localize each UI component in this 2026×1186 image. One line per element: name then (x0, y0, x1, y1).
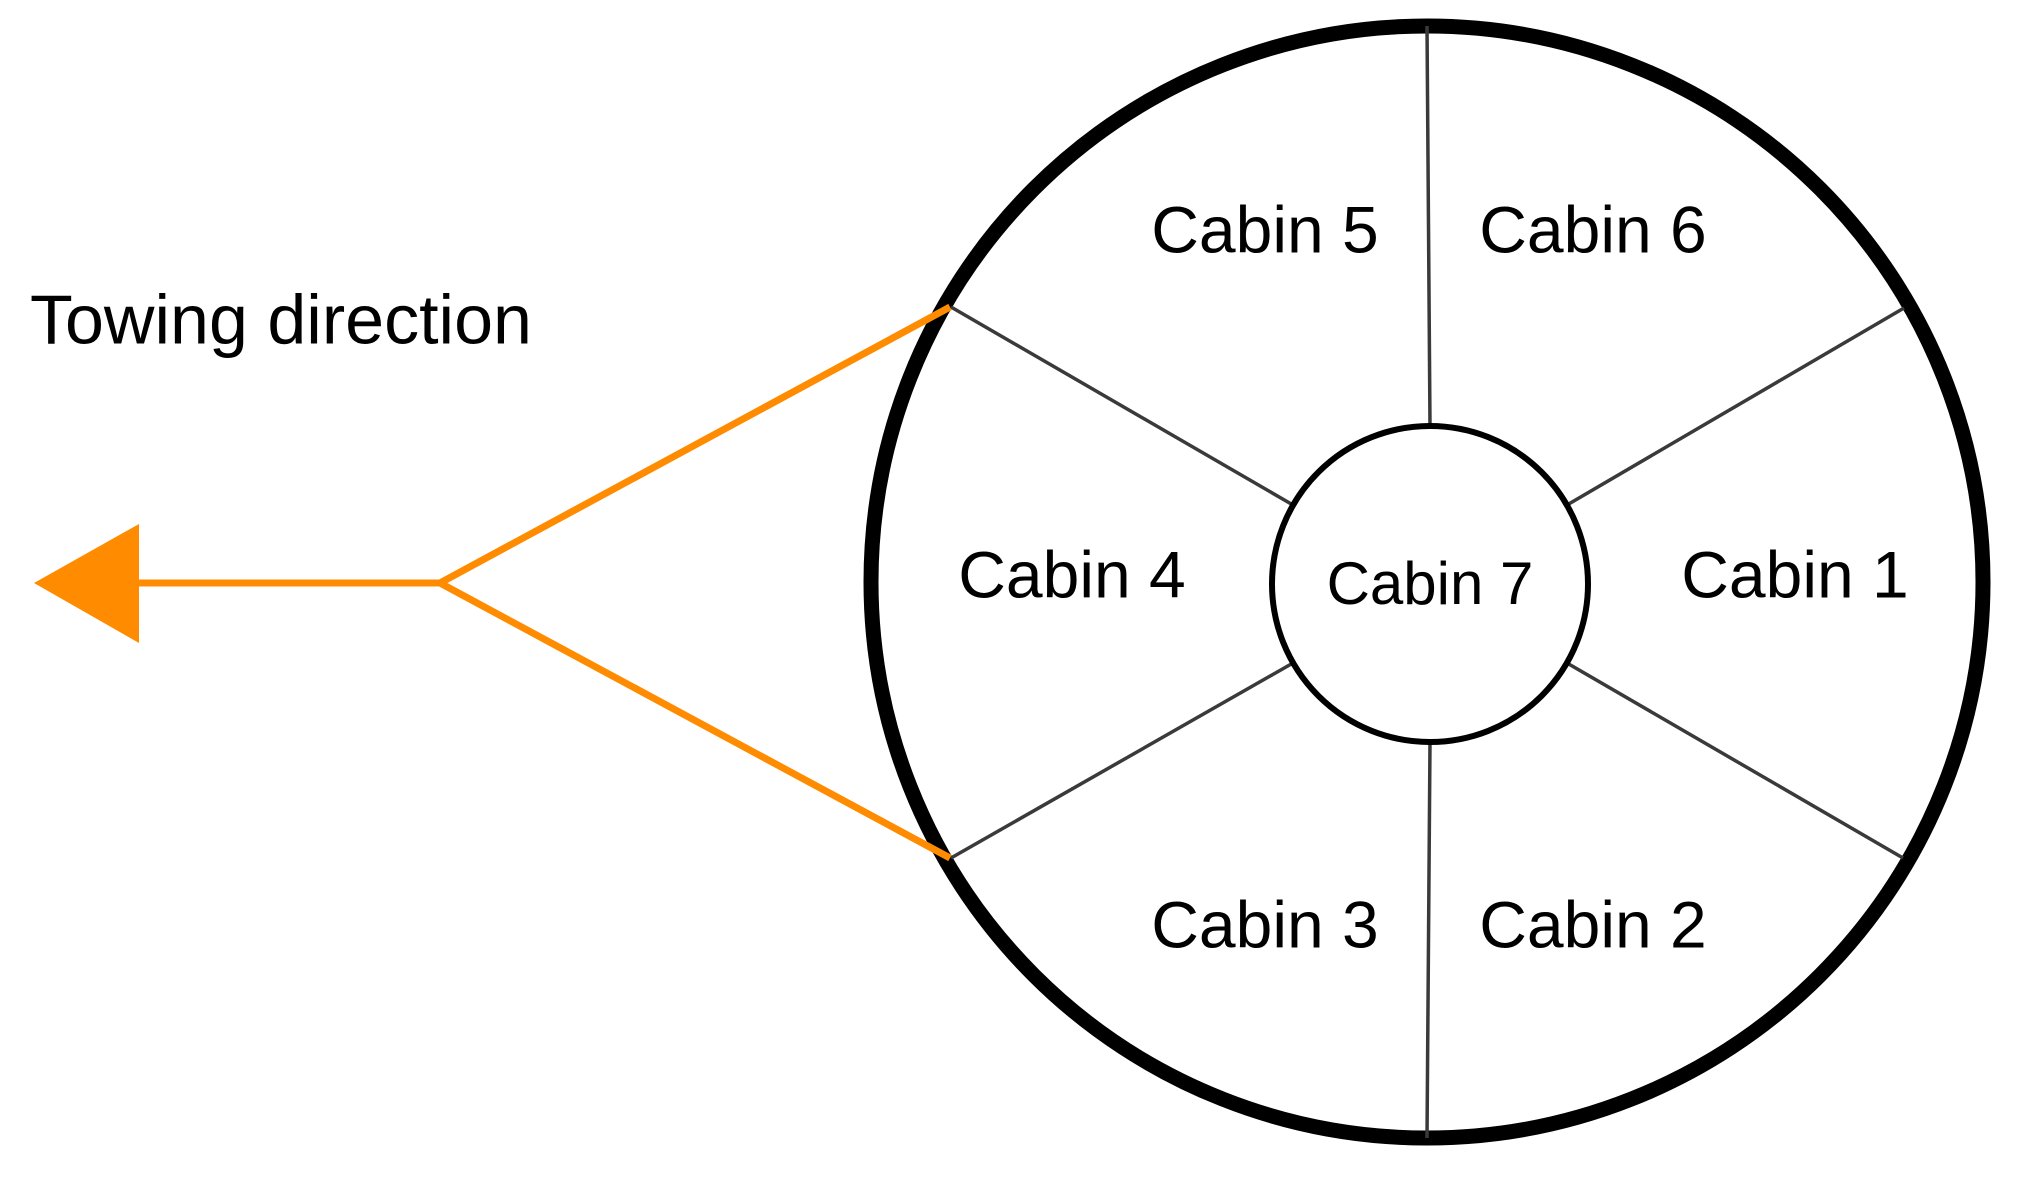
towing-bridle-group (130, 303, 952, 862)
cabin-label-4: Cabin 4 (958, 537, 1186, 611)
bridle-line-lower (438, 579, 952, 862)
inner-hub-circle (1269, 423, 1591, 745)
towing-direction-label: Towing direction (30, 280, 532, 358)
sector-divider-group (950, 25, 1905, 1139)
tow-arrow-head-icon (34, 524, 139, 643)
sector-divider-lower-left (950, 661, 1294, 860)
sector-divider-upper-left (950, 305, 1294, 507)
cabin-label-7: Cabin 7 (1327, 550, 1534, 617)
cabin-label-1: Cabin 1 (1681, 537, 1909, 611)
cabin-label-2: Cabin 2 (1479, 887, 1707, 961)
cabin-label-5: Cabin 5 (1151, 192, 1379, 266)
sector-divider-up (1425, 25, 1432, 427)
cabin-label-3: Cabin 3 (1151, 887, 1379, 961)
sector-divider-upper-right (1566, 306, 1905, 507)
sector-divider-lower-right (1566, 661, 1904, 860)
bridle-line-upper (438, 303, 952, 587)
cabin-label-6: Cabin 6 (1479, 192, 1707, 266)
sector-divider-down (1425, 741, 1432, 1139)
